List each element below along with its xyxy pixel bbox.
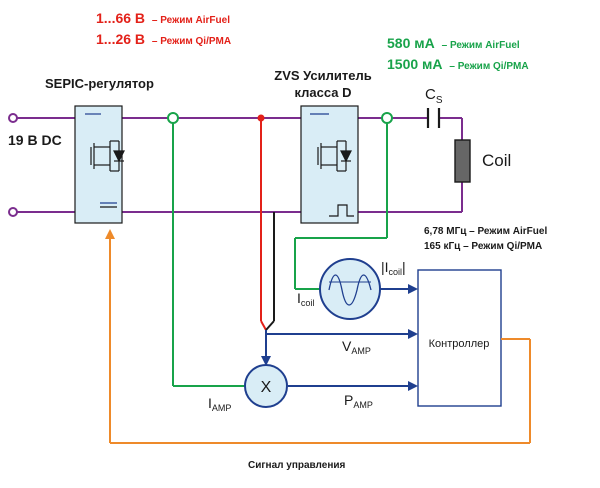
airfuel-voltage-value: 1...66 В [96,10,145,26]
amp-current-sense-node [167,112,179,124]
signal-lines [261,284,418,391]
current-range-annotation: 580 мА – Режим AirFuel 1500 мА – Режим Q… [387,35,529,72]
qi-voltage-mode: – Режим Qi/PMA [152,36,231,47]
control-feedback-path [105,229,531,444]
amp-power-label: PAMP [344,392,373,410]
capacitor-cs: CS [425,86,443,128]
svg-text:580 мА – Режим AirFuel: 580 мА – Режим AirFuel [387,35,520,51]
voltage-sense-path [260,118,267,331]
cap-subscript: S [436,95,443,106]
zvs-label-line1: ZVS Усилитель [274,68,371,83]
qi-current-mode: – Режим Qi/PMA [449,61,528,72]
controller-block: Контроллер [417,269,502,407]
voltage-sense-node [257,114,265,122]
rectifier-filter-block [319,258,381,320]
frequency-qi: 165 кГц – Режим Qi/PMA [424,241,542,252]
airfuel-current-mode: – Режим AirFuel [442,40,520,51]
multiplier-block: X [244,364,288,408]
svg-text:CS: CS [425,86,443,106]
coil-element [454,139,471,183]
cap-label: C [425,86,436,103]
multiplier-symbol: X [261,379,272,396]
amp-voltage-label: VAMP [342,338,371,356]
voltage-range-annotation: 1...66 В – Режим AirFuel 1...26 В – Режи… [96,10,231,47]
current-sense-paths [172,123,388,387]
svg-text:1500 мА – Режим Qi/PMA: 1500 мА – Режим Qi/PMA [387,56,529,72]
frequency-airfuel: 6,78 МГц – Режим AirFuel [424,226,547,237]
abs-coil-current-label: |Icoil| [381,259,406,277]
control-signal-label: Сигнал управления [248,460,346,471]
qi-voltage-value: 1...26 В [96,31,145,47]
coil-current-label: Icoil [297,290,314,308]
input-voltage-label: 19 В DC [8,132,62,148]
input-terminal-negative [8,207,18,217]
coil-label: Coil [482,151,511,170]
zvs-amplifier-block [300,105,359,224]
coil-current-sense-node [381,112,393,124]
amp-current-label: IAMP [208,395,231,413]
sepic-label: SEPIC-регулятор [45,76,154,91]
power-rails [13,117,463,213]
sine-wave-icon [328,274,372,306]
mosfet-icon [90,140,125,172]
svg-text:1...66 В – Режим AirFuel: 1...66 В – Режим AirFuel [96,10,230,26]
airfuel-voltage-mode: – Режим AirFuel [152,15,230,26]
zvs-label-line2: класса D [294,85,351,100]
ground-sense-path [265,212,275,331]
sepic-regulator-block [74,105,125,224]
input-terminal-positive [8,113,18,123]
pulse-waveform-icon [329,204,354,217]
airfuel-current-value: 580 мА [387,35,435,51]
controller-label: Контроллер [429,338,490,350]
qi-current-value: 1500 мА [387,56,443,72]
svg-text:1...26 В – Режим Qi/PMA: 1...26 В – Режим Qi/PMA [96,31,231,47]
mosfet-icon [317,140,352,172]
